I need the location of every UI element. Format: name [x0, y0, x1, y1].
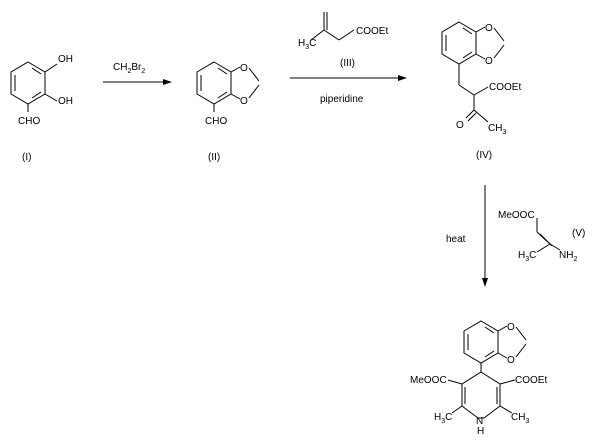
- ester-left-label: MeOOC: [410, 375, 447, 386]
- product: O O MeOOC COOEt H3C CH3 N H: [410, 320, 547, 437]
- o-bot-label: O: [507, 355, 515, 366]
- keto-o-label: O: [456, 120, 464, 131]
- o-top-label: O: [240, 63, 248, 74]
- h3c-label: H3C: [434, 412, 452, 425]
- compound-iii-label: (III): [340, 58, 355, 69]
- oh-mid-label: OH: [58, 96, 73, 107]
- ester-label: COOEt: [489, 82, 521, 93]
- compound-ii-label: (II): [208, 152, 220, 163]
- step3-condition: heat: [446, 234, 466, 245]
- cho-label: CHO: [205, 116, 227, 127]
- ester-right-label: COOEt: [515, 375, 547, 386]
- compound-v: MeOOC H3C NH2 (V): [498, 210, 585, 263]
- oh-top-label: OH: [58, 54, 73, 65]
- compound-iv: O O COOEt O CH3 (IV): [441, 21, 521, 161]
- compound-i-label: (I): [22, 152, 31, 163]
- ch3-label: CH3: [511, 412, 529, 425]
- o-top-label: O: [507, 322, 515, 333]
- o-top-label: O: [485, 23, 493, 34]
- step3-arrow: heat: [446, 185, 488, 287]
- step1-arrow: CH2Br2: [103, 62, 172, 85]
- compound-v-label: (V): [572, 228, 585, 239]
- step2-arrow: piperidine: [290, 75, 407, 105]
- n-label: N: [476, 416, 483, 427]
- h3c-label: H3C: [518, 250, 536, 263]
- h-label: H: [477, 426, 484, 437]
- step1-reagent: CH2Br2: [113, 62, 145, 75]
- ester-label: MeOOC: [498, 210, 535, 221]
- cho-label: CHO: [18, 116, 40, 127]
- o-bot-label: O: [485, 56, 493, 67]
- compound-i: OH OH CHO (I): [10, 54, 73, 163]
- step2-condition: piperidine: [320, 94, 364, 105]
- ch3-label: CH3: [488, 123, 506, 136]
- ester-label: COOEt: [356, 26, 388, 37]
- ch3-label: H3C: [298, 38, 316, 51]
- compound-iii: H3C COOEt (III): [298, 12, 388, 69]
- o-bot-label: O: [240, 96, 248, 107]
- compound-ii: O O CHO (II): [196, 61, 260, 163]
- compound-iv-label: (IV): [476, 150, 492, 161]
- nh2-label: NH2: [559, 250, 577, 263]
